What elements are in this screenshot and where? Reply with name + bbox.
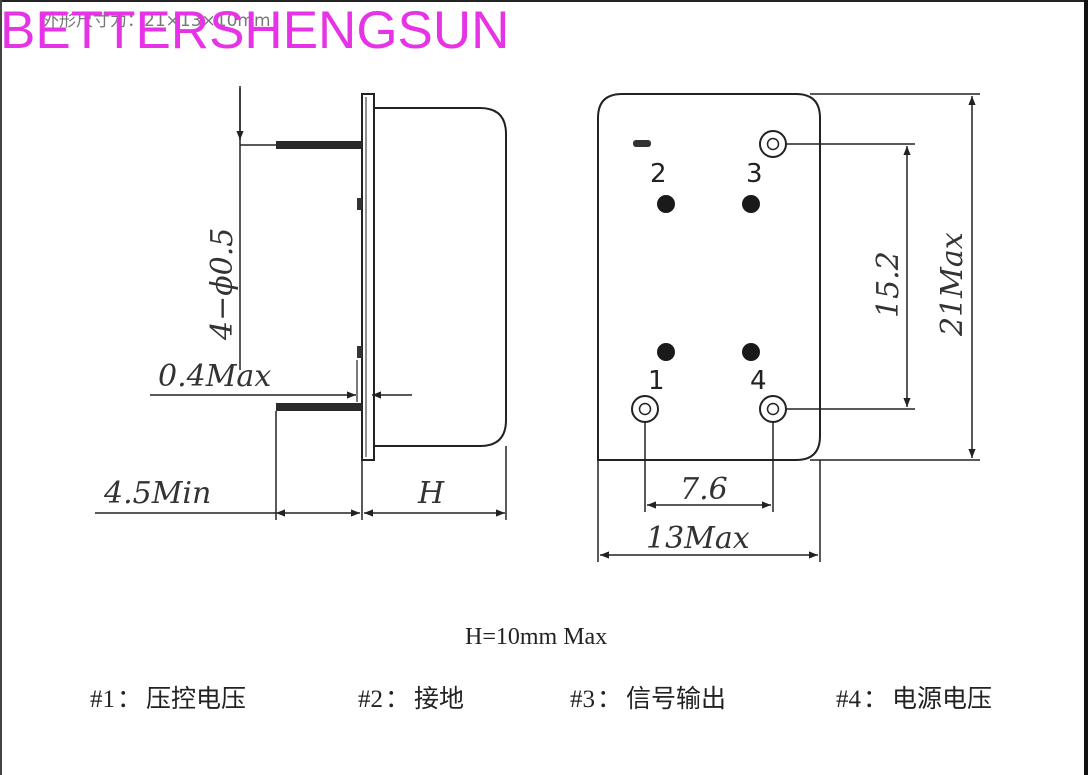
flange-bump-bottom — [357, 346, 362, 358]
pin-2-legend: #2：接地 — [358, 686, 465, 713]
pin-3-legend-num: #3 — [570, 686, 595, 713]
pin-1-legend: #1：压控电压 — [90, 686, 247, 713]
pin-pitch-y-label: 15.2 — [871, 251, 906, 318]
pin-4-label: 4 — [750, 366, 767, 396]
pin-3-legend: #3：信号输出 — [570, 686, 727, 713]
side-body-outline — [372, 107, 507, 447]
dimensions-text: 外形尺寸为：21×13×10mm — [42, 11, 271, 31]
pin-2-legend-func: 接地 — [414, 686, 465, 713]
lead-diameter-label: 4−ϕ0.5 — [205, 228, 240, 341]
pin-2-mark — [633, 140, 651, 147]
standoff-dots — [657, 195, 760, 361]
bottom-view — [597, 93, 980, 562]
pin-3-label: 3 — [746, 159, 763, 189]
pin-2-legend-num: #2 — [358, 686, 383, 713]
pin-1-legend-num: #1 — [90, 686, 115, 713]
pin-1-pad — [631, 395, 659, 423]
pin-2-label: 2 — [650, 159, 667, 189]
flange-bump-top — [357, 198, 362, 210]
pin-pitch-x-label: 7.6 — [680, 472, 728, 507]
length-max-label: 21Max — [935, 232, 970, 337]
pin-4-legend-num: #4 — [836, 686, 861, 713]
side-flange — [361, 93, 375, 461]
pin-3-legend-func: 信号输出 — [626, 686, 727, 713]
bottom-body-outline — [597, 93, 821, 461]
top-border — [0, 0, 1088, 2]
side-view — [95, 86, 507, 520]
left-border — [0, 0, 2, 775]
pin-4-legend: #4：电源电压 — [836, 686, 993, 713]
right-border — [1084, 0, 1088, 775]
pin-1-legend-func: 压控电压 — [146, 686, 247, 713]
lower-lead — [276, 403, 362, 411]
height-note: H=10mm Max — [465, 624, 608, 650]
height-symbol-label: H — [417, 476, 445, 511]
pin-4-pad — [759, 395, 787, 423]
pin-4-legend-func: 电源电压 — [892, 686, 993, 713]
pin-1-label: 1 — [648, 366, 665, 396]
lead-length-label: 4.5Min — [103, 476, 211, 511]
width-max-label: 13Max — [646, 521, 750, 556]
watermark: BETTERSHENGSUN — [0, 1, 510, 60]
upper-lead — [276, 141, 362, 149]
flange-thickness-label: 0.4Max — [158, 359, 271, 394]
pin-3-pad — [759, 130, 787, 158]
